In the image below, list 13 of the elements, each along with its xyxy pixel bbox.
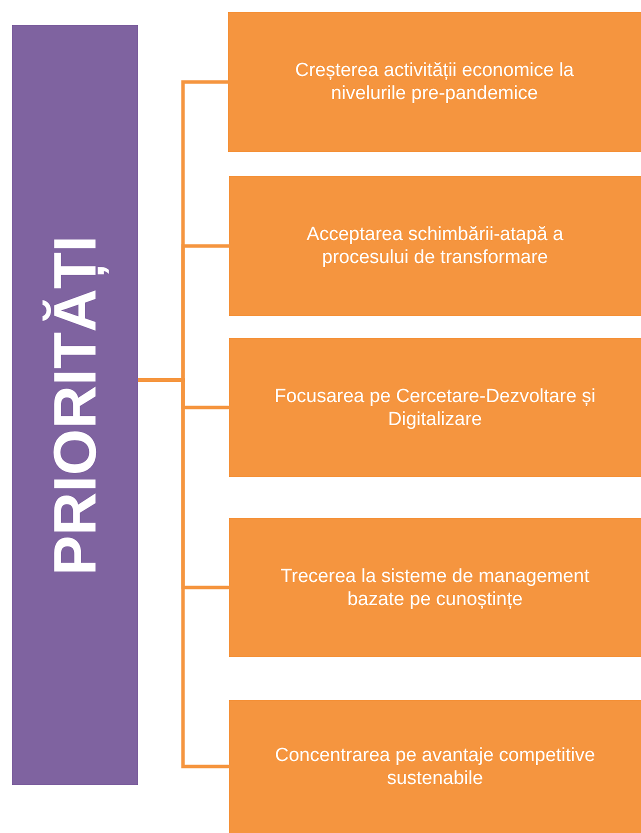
- priority-box: [229, 700, 641, 833]
- priority-box: [229, 518, 641, 657]
- vertical-title: PRIORITĂȚI: [40, 235, 110, 575]
- priority-box: [229, 176, 641, 316]
- box-text: Acceptarea schimbării-atapă a procesului de transformare: [306, 223, 564, 269]
- box-text: Concentrarea pe avantaje competitive sustenabile: [274, 744, 596, 790]
- box-text: Trecerea la sisteme de management bazate pe cunoștințe: [280, 564, 590, 610]
- priority-box: [229, 338, 641, 477]
- box-text: Focusarea pe Cercetare-Dezvoltare și Digitalizare: [273, 384, 597, 430]
- bracket-connector: [138, 378, 229, 768]
- box-text: Creșterea activității economice la nivelurile pre-pandemice: [294, 59, 575, 105]
- priority-box: [228, 12, 641, 152]
- title-box: [12, 25, 138, 785]
